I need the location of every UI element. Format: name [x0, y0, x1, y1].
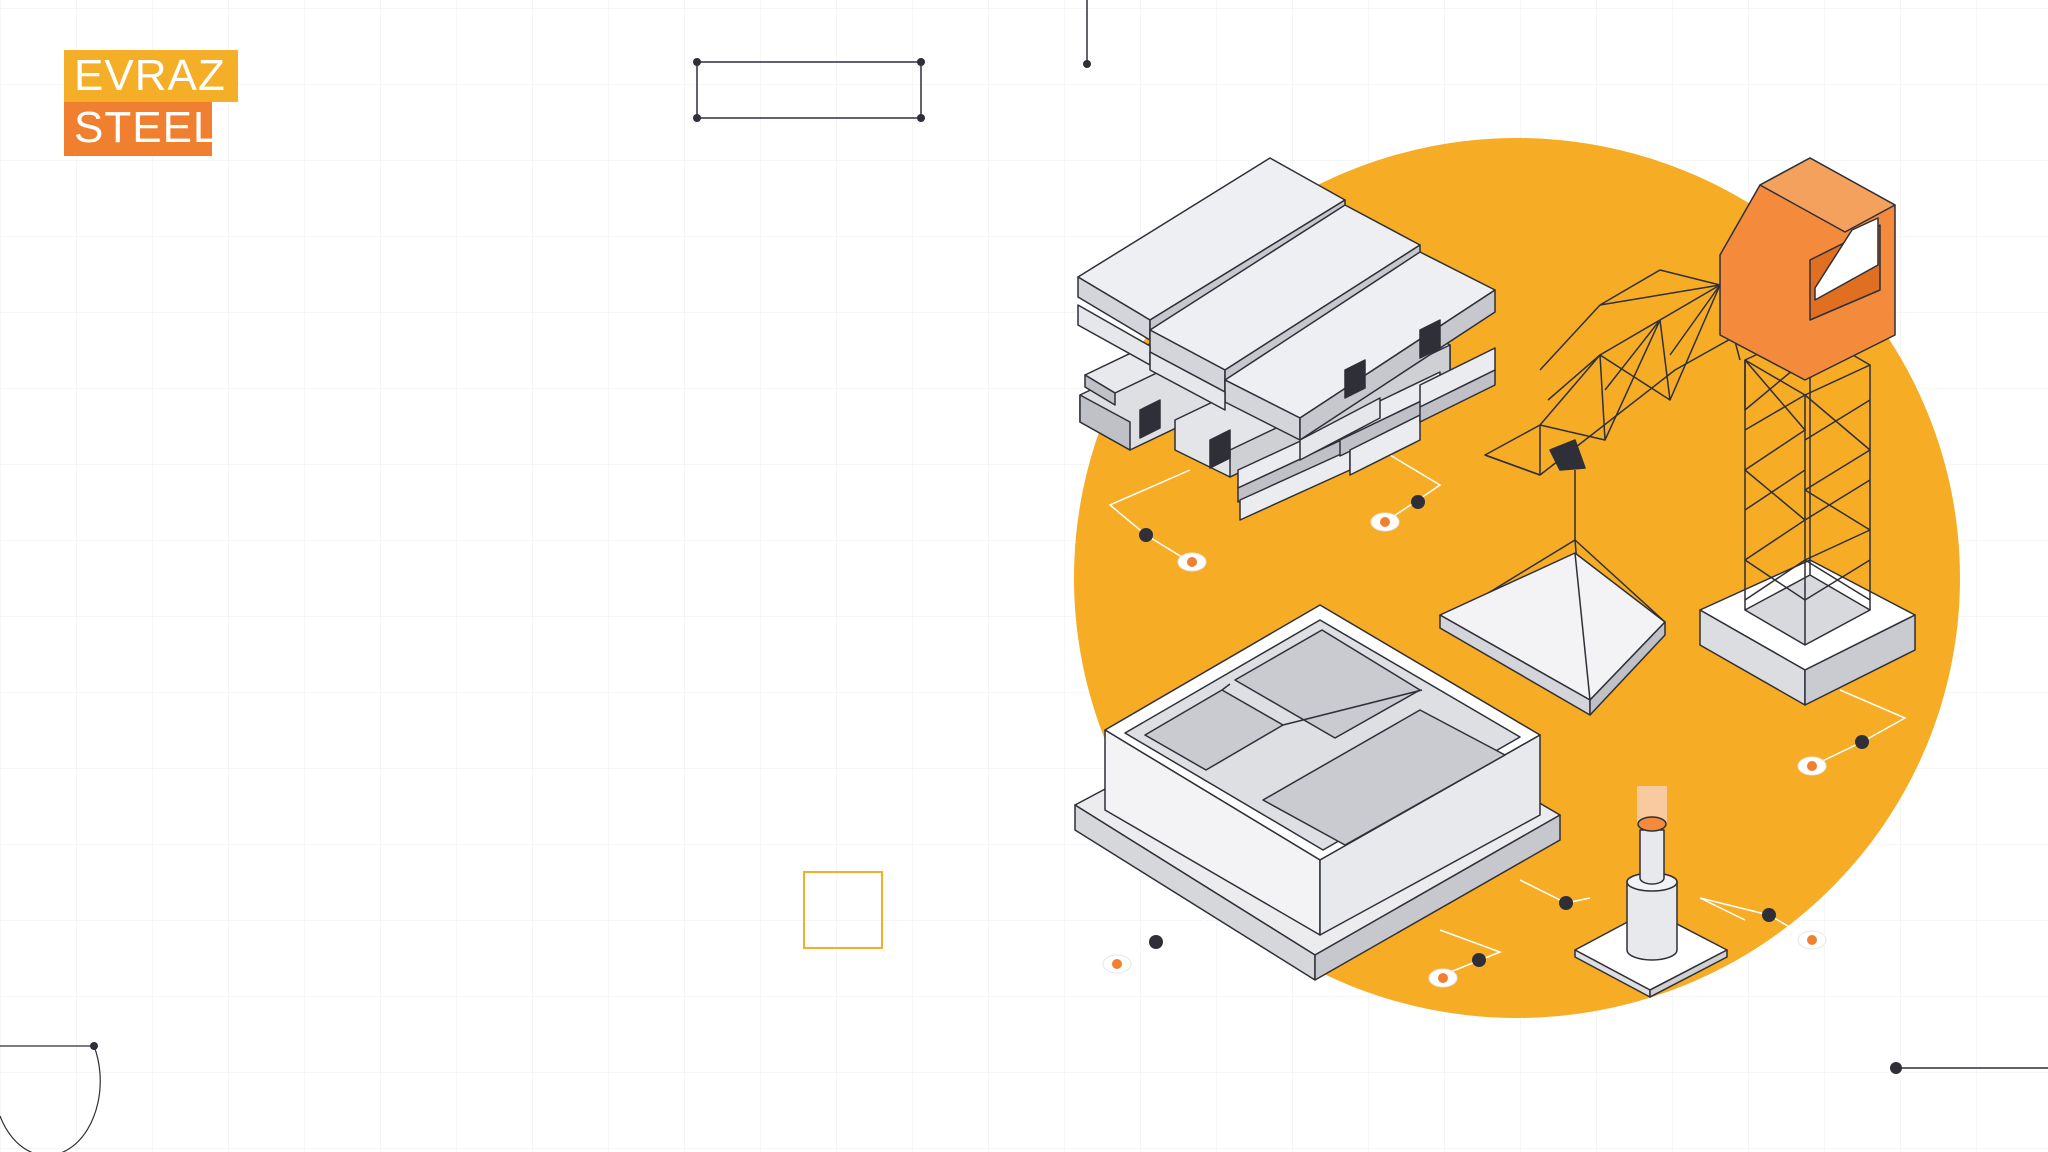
top-line-decor: [1083, 0, 1091, 68]
steel-beam-stack: [1077, 157, 1496, 521]
foundation-box: [1074, 604, 1561, 981]
arc-decor: [0, 1042, 101, 1152]
frame-rectangle-decor: [693, 58, 925, 122]
tower-crane: [1484, 157, 1916, 716]
orange-square-decor: [803, 871, 883, 949]
connector-lines: [1108, 454, 1907, 976]
concrete-slab: [1439, 552, 1666, 716]
logo-line-evraz: EVRAZ: [64, 50, 238, 102]
bottom-right-line-decor: [1890, 1062, 2048, 1074]
evraz-steel-logo[interactable]: EVRAZ STEEL: [64, 50, 238, 156]
steel-pile: [1574, 786, 1728, 998]
logo-line-steel: STEEL: [64, 102, 217, 156]
connector-nodes: [1102, 495, 1869, 988]
